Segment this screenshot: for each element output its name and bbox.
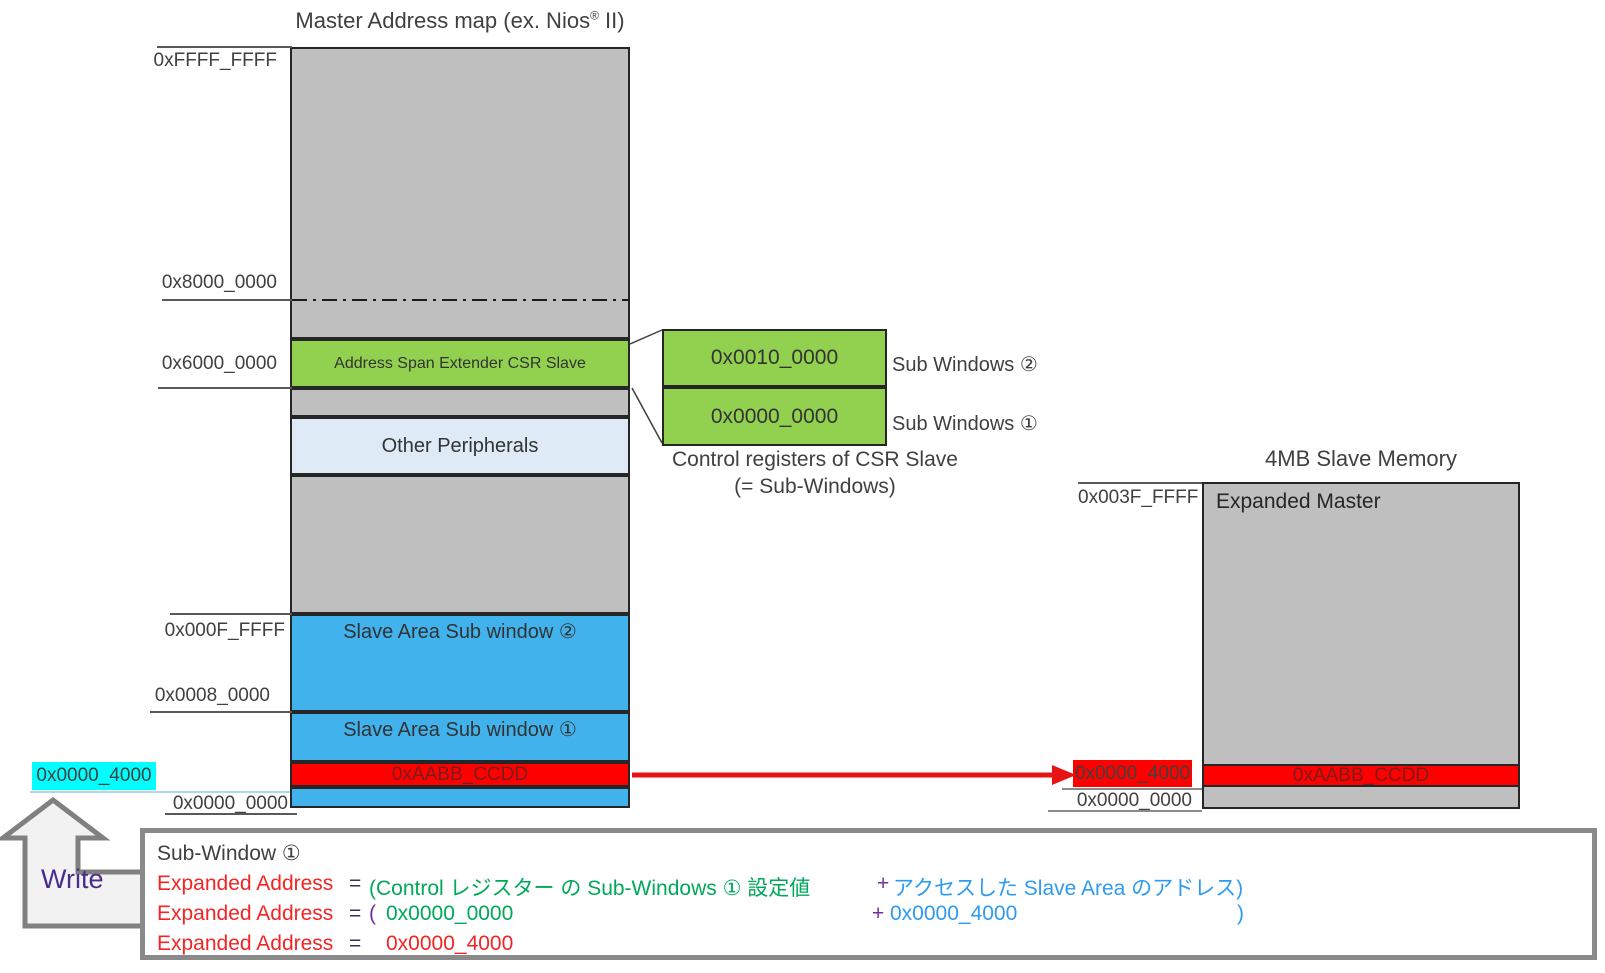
- region-other-peripherals-label: Other Peripherals: [381, 434, 539, 457]
- region-sub-window-1: Slave Area Sub window ①: [290, 712, 630, 762]
- sub-window-1-caption: Sub Windows ①: [892, 413, 1038, 435]
- sub-window-2-register-value: 0x0010_0000: [710, 346, 839, 369]
- slave-write-address-value: 0x0000_4000: [1074, 762, 1191, 784]
- tick-addr-base-left: [165, 813, 297, 815]
- region-upper-gray: [290, 47, 630, 339]
- region-csr-slave-label: Address Span Extender CSR Slave: [334, 354, 586, 372]
- formula2-lhs: Expanded Address: [157, 902, 334, 925]
- formula2-plus: +: [872, 902, 885, 925]
- addr-label-0000-0000-left: 0x0000_0000: [172, 793, 288, 814]
- formula1-green-term: (Control レジスター の Sub-Windows ① 設定値: [369, 877, 811, 900]
- formula3-equals: =: [349, 932, 362, 955]
- connector-line-top: [629, 329, 663, 345]
- addr-label-6000-0000: 0x6000_0000: [161, 353, 277, 374]
- region-sub-window-2-label: Slave Area Sub window ②: [343, 621, 577, 643]
- formula-line-1: Expanded Address = (Control レジスター の Sub-…: [0, 872, 1605, 900]
- addr-label-ffff-ffff: 0xFFFF_FFFF: [153, 50, 277, 71]
- dash-dot-divider: [292, 299, 628, 301]
- sub-window-2-register: 0x0010_0000: [662, 329, 887, 387]
- formula2-blue-value: 0x0000_4000: [890, 902, 1018, 925]
- write-arrow-label: Write: [41, 864, 104, 894]
- tick-slave-addr-top: [1078, 482, 1202, 484]
- formula-line-3: Expanded Address = 0x0000_4000: [0, 932, 1605, 960]
- slave-memory-box: [1202, 482, 1520, 809]
- sub-window-1-register-value: 0x0000_0000: [710, 404, 839, 428]
- region-bottom-blue: [290, 787, 630, 808]
- formula-heading: Sub-Window ①: [157, 842, 301, 865]
- addr-label-0000-0000-right: 0x0000_0000: [1076, 790, 1192, 811]
- region-sub-window-2: Slave Area Sub window ②: [290, 614, 630, 712]
- formula2-open-paren: (: [369, 902, 376, 925]
- control-registers-caption-line1: Control registers of CSR Slave: [672, 448, 958, 471]
- region-other-peripherals: Other Peripherals: [290, 417, 630, 475]
- region-write-data: 0xAABB_CCDD: [290, 762, 630, 787]
- formula-box: [140, 828, 1597, 960]
- write-address-underline: [30, 791, 290, 793]
- addr-label-8000-0000: 0x8000_0000: [161, 272, 277, 293]
- tick-addr-mid: [162, 299, 292, 301]
- slave-base-underline: [1048, 810, 1202, 812]
- slave-write-address-highlight: 0x0000_4000: [1073, 760, 1192, 787]
- slave-write-address-underline: [1062, 788, 1202, 790]
- formula1-plus: +: [877, 872, 890, 895]
- write-data-value: 0xAABB_CCDD: [391, 763, 529, 785]
- connector-line-bottom: [631, 387, 663, 444]
- addr-label-0008-0000: 0x0008_0000: [154, 685, 270, 706]
- region-sub-window-1-label: Slave Area Sub window ①: [343, 719, 577, 741]
- region-mid-gray-2: [290, 475, 630, 614]
- tick-addr-sub2-top: [170, 613, 292, 615]
- formula3-lhs: Expanded Address: [157, 932, 334, 955]
- formula2-green-value: 0x0000_0000: [386, 902, 514, 925]
- addr-label-000f-ffff: 0x000F_FFFF: [164, 620, 285, 641]
- slave-memory-title: 4MB Slave Memory: [1265, 446, 1457, 471]
- expanded-master-label: Expanded Master: [1216, 490, 1381, 513]
- addr-label-003f-ffff: 0x003F_FFFF: [1078, 487, 1199, 508]
- master-map-title-text: Master Address map (ex. Nios: [295, 8, 591, 33]
- tick-addr-csr: [158, 387, 292, 389]
- slave-write-data-band: 0xAABB_CCDD: [1202, 764, 1520, 787]
- registered-trademark-symbol: ®: [590, 8, 599, 23]
- slave-write-data-value: 0xAABB_CCDD: [1292, 764, 1430, 786]
- tick-addr-sub2-base: [150, 711, 292, 713]
- formula-line-2: Expanded Address = ( 0x0000_0000 + 0x000…: [0, 902, 1605, 930]
- formula2-close-paren: ): [1237, 902, 1244, 925]
- formula1-lhs: Expanded Address: [157, 872, 334, 895]
- formula3-result-value: 0x0000_4000: [386, 932, 514, 955]
- formula2-equals: =: [349, 902, 362, 925]
- control-registers-caption-line2: (= Sub-Windows): [734, 475, 896, 498]
- sub-window-2-caption: Sub Windows ②: [892, 354, 1038, 376]
- master-map-title-tail: II): [598, 8, 625, 33]
- region-csr-slave: Address Span Extender CSR Slave: [290, 339, 630, 388]
- region-mid-gray-1: [290, 388, 630, 417]
- write-address-value: 0x0000_4000: [36, 765, 152, 786]
- tick-addr-top: [157, 46, 292, 48]
- master-map-title: Master Address map (ex. Nios® II): [260, 8, 660, 34]
- formula1-equals: =: [349, 872, 362, 895]
- write-address-highlight: 0x0000_4000: [32, 762, 156, 790]
- sub-window-1-register: 0x0000_0000: [662, 387, 887, 446]
- formula1-blue-term: アクセスした Slave Area のアドレス): [893, 877, 1244, 900]
